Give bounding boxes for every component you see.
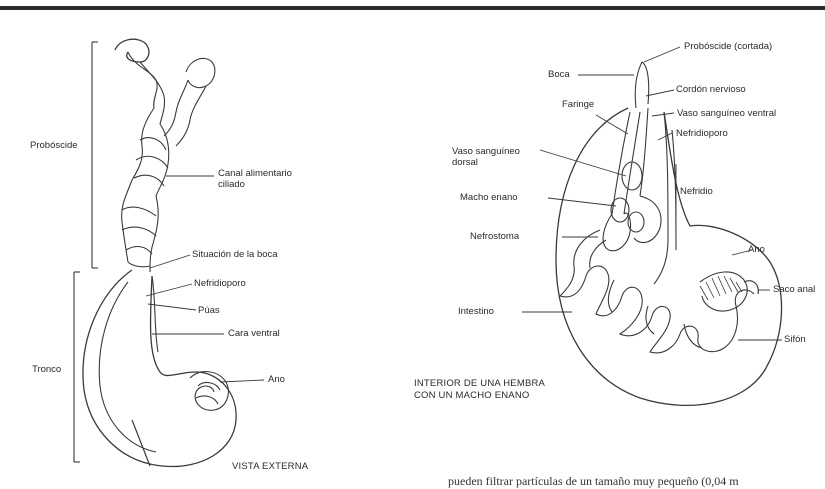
label-trunk: Tronco	[32, 364, 61, 375]
label-dorsal-vessel: Vaso sanguíneo dorsal	[452, 146, 520, 168]
label-siphon: Sifón	[784, 334, 806, 345]
caption-interior-view: INTERIOR DE UNA HEMBRA CON UN MACHO ENAN…	[414, 378, 545, 402]
label-proboscis-cut: Probóscide (cortada)	[684, 41, 772, 52]
label-pharynx: Faringe	[562, 99, 594, 110]
label-dwarf-male: Macho enano	[460, 192, 518, 203]
label-nephridiopore-ext: Nefridioporo	[194, 278, 246, 289]
label-nephridiopore-int: Nefridioporo	[676, 128, 728, 139]
top-rule	[0, 6, 825, 10]
label-intestine: Intestino	[458, 306, 494, 317]
label-nerve-cord: Cordón nervioso	[676, 84, 746, 95]
label-mouth: Boca	[548, 69, 570, 80]
label-mouth-position: Situación de la boca	[192, 249, 278, 260]
label-nephrostome: Nefrostoma	[470, 231, 519, 242]
label-alimentary-canal: Canal alimentario ciliado	[218, 168, 292, 190]
label-ventral-face: Cara ventral	[228, 328, 280, 339]
label-anus-int: Ano	[748, 244, 765, 255]
label-anus-ext: Ano	[268, 374, 285, 385]
label-ventral-vessel: Vaso sanguíneo ventral	[677, 108, 776, 119]
label-proboscis: Probóscide	[30, 140, 78, 151]
label-spines: Púas	[198, 305, 220, 316]
label-anal-sac: Saco anal	[773, 284, 815, 295]
label-nephridium: Nefridio	[680, 186, 713, 197]
caption-external-view: VISTA EXTERNA	[232, 461, 308, 472]
